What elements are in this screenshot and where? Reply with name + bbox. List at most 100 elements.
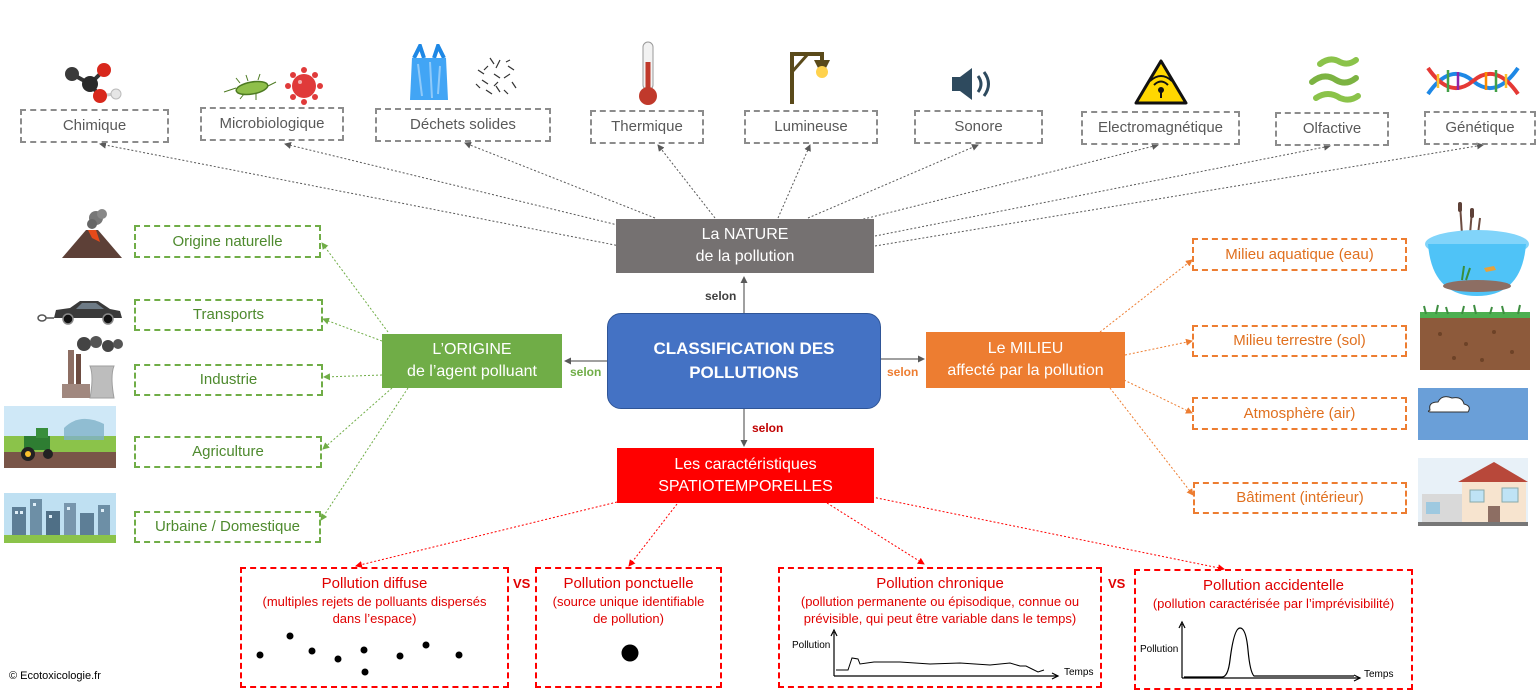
pollution-accidentelle-title: Pollution accidentelle	[1203, 577, 1344, 594]
debris-icon	[475, 57, 517, 95]
origine-node: L’ORIGINE de l’agent polluant	[382, 334, 562, 388]
odor-icon	[1309, 56, 1361, 103]
wire-nature-electro	[839, 143, 1159, 226]
pollution-chronique-box: Pollution chronique (pollution permanent…	[778, 567, 1102, 688]
center-node-line1: CLASSIFICATION DES	[653, 339, 835, 358]
spatio-node-line1: Les caractéristiques	[674, 455, 817, 473]
wire-spatio-accidentelle	[871, 496, 1225, 572]
pollution-ponctuelle-desc1: (source unique identifiable	[552, 594, 705, 609]
selon-label-milieu: selon	[887, 365, 919, 379]
vs-label-1: VS	[513, 576, 531, 591]
milieu-node: Le MILIEU affecté par la pollution	[926, 332, 1125, 388]
nature-item-electromagnetique: Electromagnétique	[1081, 111, 1240, 145]
wire-milieu-sol	[1124, 338, 1193, 356]
chronique-axis-x-label: Temps	[1064, 667, 1094, 678]
pollution-chronique-desc1: (pollution permanente ou épisodique, con…	[800, 594, 1080, 609]
nature-item-microbiologique: Microbiologique	[200, 107, 344, 141]
thermometer-icon	[639, 41, 657, 105]
wire-spatio-diffuse	[355, 501, 618, 568]
pollution-accidentelle-box: Pollution accidentelle (pollution caract…	[1134, 569, 1413, 690]
milieu-item-batiment: Bâtiment (intérieur)	[1193, 482, 1407, 514]
pond-icon	[1425, 202, 1529, 296]
microbe-icon	[223, 67, 323, 105]
pollution-diffuse-title: Pollution diffuse	[321, 575, 428, 592]
wire-spatio-chronique	[826, 502, 925, 565]
wire-nature-dechets	[464, 141, 656, 219]
wire-nature-lumineuse	[777, 144, 811, 219]
wire-milieu-batiment	[1109, 387, 1194, 496]
pollution-chronique-title: Pollution chronique	[876, 575, 1004, 592]
wire-milieu-eau	[1099, 259, 1193, 333]
wire-nature-chimique	[99, 141, 621, 247]
city-icon	[4, 493, 116, 543]
wire-milieu-air	[1123, 379, 1193, 414]
copyright: © Ecotoxicologie.fr	[9, 670, 101, 682]
milieu-item-sol: Milieu terrestre (sol)	[1192, 325, 1407, 357]
wire-spatio-ponctuelle	[628, 503, 678, 567]
speaker-icon	[952, 68, 990, 100]
center-node: CLASSIFICATION DES POLLUTIONS	[607, 313, 881, 409]
accidentelle-axis-x-label: Temps	[1364, 669, 1394, 680]
nature-item-dechets-solides: Déchets solides	[375, 108, 551, 142]
origine-node-line2: de l’agent polluant	[407, 363, 537, 380]
pollution-diffuse-desc1: (multiples rejets de polluants dispersés	[262, 594, 487, 609]
wire-origine-agriculture	[322, 387, 393, 450]
nature-item-sonore: Sonore	[914, 110, 1043, 144]
wire-origine-urbaine	[320, 387, 409, 521]
nature-node-line2: de la pollution	[695, 248, 795, 265]
milieu-item-air: Atmosphère (air)	[1192, 397, 1407, 430]
factory-icon	[62, 336, 123, 399]
diffuse-dots	[256, 632, 463, 676]
house-icon	[1418, 458, 1528, 526]
sky-icon	[1418, 388, 1528, 440]
wire-nature-genetique	[874, 142, 1484, 247]
chronique-graph	[830, 628, 1060, 680]
nature-item-olfactive: Olfactive	[1275, 112, 1389, 146]
wire-nature-micro	[284, 142, 631, 229]
nature-item-chimique: Chimique	[20, 109, 169, 143]
pollution-ponctuelle-desc2: de pollution)	[593, 611, 664, 626]
nature-node-line1: La NATURE	[701, 226, 789, 243]
origine-item-naturelle: Origine naturelle	[134, 225, 321, 258]
tractor-icon	[4, 406, 116, 468]
plastic-bag-icon	[410, 44, 448, 100]
nature-item-genetique: Génétique	[1424, 111, 1536, 145]
accidentelle-graph	[1178, 620, 1362, 682]
center-node-line2: POLLUTIONS	[689, 363, 799, 382]
pollution-ponctuelle-box: Pollution ponctuelle (source unique iden…	[535, 567, 722, 688]
origine-item-industrie: Industrie	[134, 364, 323, 396]
nature-item-lumineuse: Lumineuse	[744, 110, 878, 144]
soil-icon	[1420, 304, 1530, 370]
vs-label-2: VS	[1108, 576, 1126, 591]
wire-nature-sonore	[807, 144, 979, 219]
wire-nature-olfactive	[874, 143, 1331, 237]
dna-icon	[1426, 66, 1520, 96]
pollution-accidentelle-desc1: (pollution caractérisée par l’imprévisib…	[1152, 596, 1395, 611]
nature-item-thermique: Thermique	[590, 110, 704, 144]
pollution-diffuse-box: Pollution diffuse (multiples rejets de p…	[240, 567, 509, 688]
accidentelle-axis-y-label: Pollution	[1140, 644, 1179, 655]
milieu-item-eau: Milieu aquatique (eau)	[1192, 238, 1407, 271]
origine-item-urbaine: Urbaine / Domestique	[134, 511, 321, 543]
wire-origine-industrie	[323, 373, 383, 381]
pollution-diffuse-desc2: dans l’espace)	[332, 611, 417, 626]
nature-node: La NATURE de la pollution	[616, 219, 874, 273]
pollution-ponctuelle-title: Pollution ponctuelle	[563, 575, 694, 592]
origine-item-transports: Transports	[134, 299, 323, 331]
origine-node-line1: L’ORIGINE	[432, 341, 512, 358]
milieu-node-line2: affecté par la pollution	[947, 362, 1104, 379]
selon-label-nature: selon	[705, 289, 737, 303]
wire-origine-transports	[322, 317, 383, 342]
spatio-node: Les caractéristiques SPATIOTEMPORELLES	[617, 448, 874, 503]
chronique-axis-y-label: Pollution	[792, 640, 831, 651]
streetlamp-icon	[790, 52, 830, 104]
selon-label-origine: selon	[570, 365, 602, 379]
wire-nature-thermique	[657, 144, 716, 219]
molecule-icon	[65, 63, 122, 103]
pollution-chronique-desc2: prévisible, qui peut être variable dans …	[803, 611, 1077, 626]
wire-origine-naturelle	[321, 242, 389, 333]
car-icon	[37, 301, 122, 325]
selon-label-spatio: selon	[752, 421, 784, 435]
volcano-icon	[62, 209, 122, 258]
